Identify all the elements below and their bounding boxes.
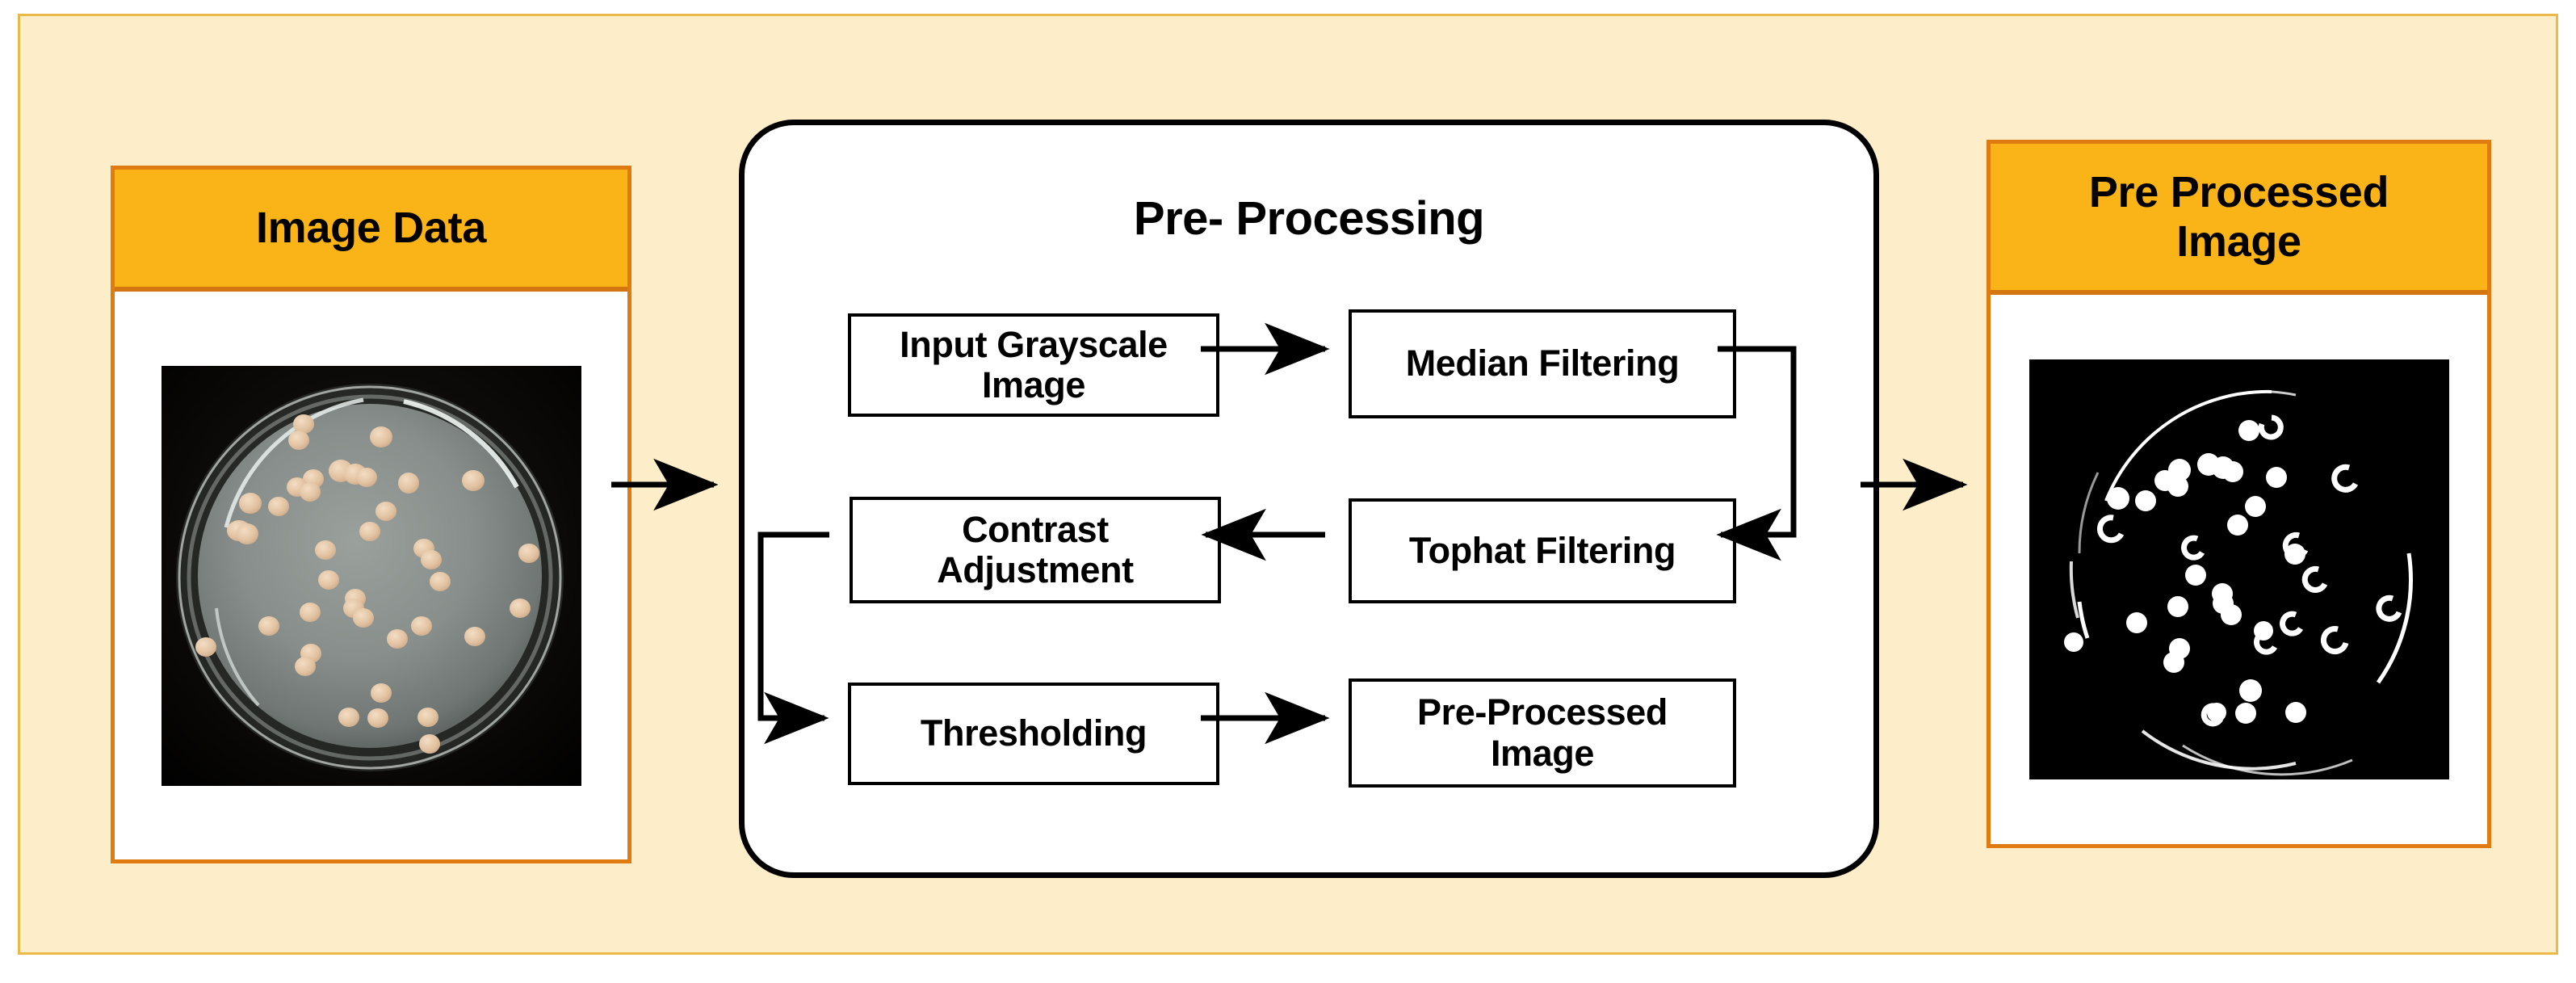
input-image-panel: Image Data <box>111 166 631 863</box>
step-label: Median Filtering <box>1405 342 1680 384</box>
petri-dish-binary-thumbnail <box>2028 359 2449 779</box>
step-label: Thresholding <box>920 712 1147 754</box>
step-tophat-filtering[interactable]: Tophat Filtering <box>1349 498 1736 603</box>
step-thresholding[interactable]: Thresholding <box>848 683 1219 785</box>
figure-outer-frame: Image Data <box>18 14 2558 955</box>
step-median-filtering[interactable]: Median Filtering <box>1349 309 1736 418</box>
output-panel-title: Pre Processed Image <box>1991 144 2487 295</box>
step-label: Input Grayscale Image <box>900 323 1168 405</box>
output-image-panel: Pre Processed Image <box>1987 140 2491 848</box>
step-contrast-adjustment[interactable]: Contrast Adjustment <box>850 497 1221 603</box>
preprocessing-title: Pre- Processing <box>1133 192 1485 245</box>
petri-dish-photo <box>161 365 581 786</box>
step-label: Tophat Filtering <box>1408 529 1676 571</box>
step-pre-processed-image[interactable]: Pre-Processed Image <box>1349 678 1736 788</box>
output-panel-title-line2: Image <box>2176 216 2301 266</box>
step-input-grayscale-image[interactable]: Input Grayscale Image <box>848 313 1219 417</box>
input-panel-title: Image Data <box>115 170 627 292</box>
output-panel-body <box>1991 295 2487 844</box>
step-label: Contrast Adjustment <box>937 508 1134 590</box>
input-panel-body <box>115 292 627 859</box>
step-label: Pre-Processed Image <box>1417 691 1668 774</box>
output-panel-title-line1: Pre Processed <box>2088 168 2389 217</box>
